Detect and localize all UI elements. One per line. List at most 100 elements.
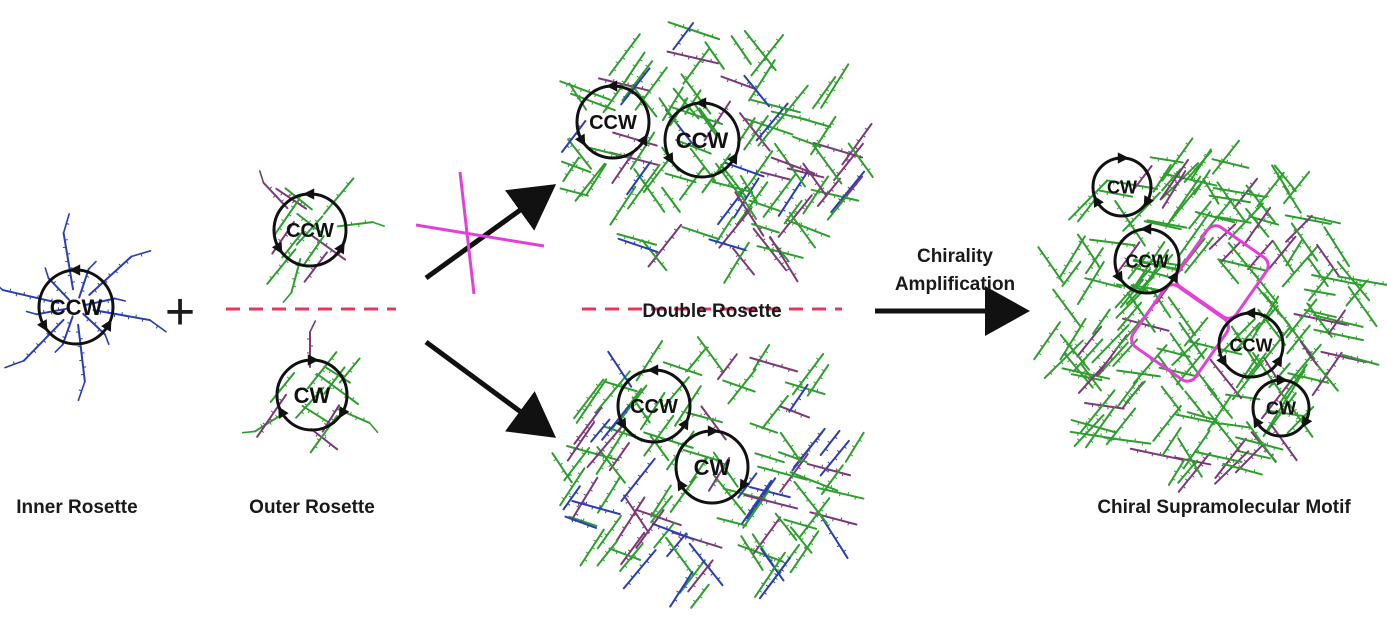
molecule-branches: [1223, 321, 1251, 353]
molecule-branches: [1201, 452, 1235, 464]
molecule-chain: [700, 405, 727, 441]
molecule-chain: [316, 372, 360, 406]
molecule-chain: [743, 74, 771, 108]
molecule-chain: [685, 411, 723, 424]
molecule-chain: [1341, 353, 1380, 366]
molecule-branches: [604, 80, 625, 107]
molecule-chain: [1178, 211, 1211, 256]
molecule-branches: [669, 364, 696, 373]
molecule-branches: [1096, 238, 1128, 248]
molecule-branches: [1240, 359, 1255, 383]
molecule-branches: [1164, 166, 1187, 195]
molecule-chain: [1068, 180, 1108, 221]
molecule-chain: [1084, 277, 1122, 289]
molecule-branches: [1136, 448, 1176, 460]
molecule-branches: [155, 325, 159, 329]
molecule-branches: [566, 125, 581, 148]
molecule-chain: [1058, 235, 1086, 280]
molecule-branches: [1209, 393, 1230, 413]
rotation-arrowhead: [1301, 415, 1313, 429]
molecule-chain: [672, 22, 695, 51]
molecule-branches: [1230, 248, 1260, 278]
molecule-branches: [570, 144, 590, 164]
molecule-branches: [846, 127, 868, 161]
molecule-chain: [724, 161, 765, 178]
rotation-arrowhead: [606, 80, 618, 92]
molecule-chain: [1283, 170, 1311, 205]
molecule-chain: [1234, 322, 1261, 352]
molecule-branches: [699, 342, 720, 369]
molecule-chain: [44, 267, 50, 279]
molecule-chain: [368, 422, 379, 434]
molecule-chain: [4, 359, 25, 369]
molecule-chain: [1288, 343, 1322, 384]
molecule-branches: [567, 491, 579, 506]
molecule-branches: [782, 176, 804, 212]
molecule-branches: [671, 174, 689, 183]
molecule-chain: [551, 452, 573, 484]
molecule-branches: [278, 205, 294, 231]
amplification-label: Amplification: [895, 274, 1015, 295]
molecule-branches: [825, 468, 839, 491]
molecule-chain: [684, 89, 702, 115]
molecule-branches: [577, 501, 615, 514]
molecule-branches: [613, 37, 636, 72]
rotation-arrowhead: [307, 354, 319, 366]
arrow-to-double-bottom: [424, 339, 557, 438]
molecule-chain: [559, 467, 586, 507]
molecule-branches: [576, 411, 597, 439]
molecule-branches: [1318, 250, 1338, 271]
molecule-branches: [767, 178, 791, 213]
molecule-branches: [616, 153, 632, 179]
rotation-arrowhead: [637, 133, 648, 147]
molecule-chain: [789, 530, 820, 574]
molecule-branches: [1318, 274, 1357, 286]
outer-rosette-cw-molecules: [241, 320, 379, 454]
molecule-branches: [667, 543, 690, 571]
molecule-chain: [1091, 324, 1130, 364]
molecule-chain: [570, 476, 599, 521]
molecule-branches: [744, 494, 765, 522]
molecule-chain: [1245, 421, 1277, 464]
molecule-branches: [592, 429, 618, 464]
molecule-branches: [715, 459, 736, 481]
molecule-chain: [309, 320, 317, 333]
molecule-chain: [844, 431, 865, 463]
molecule-branches: [692, 564, 709, 588]
molecule-chain: [1177, 452, 1211, 493]
molecule-branches: [816, 513, 850, 526]
double-rosette-top-ring-b: CCW: [663, 97, 741, 179]
molecule-branches: [1085, 394, 1111, 429]
molecule-branches: [692, 588, 705, 603]
molecule-branches: [733, 42, 747, 60]
molecule-chain: [757, 465, 808, 481]
molecule-chain: [1311, 273, 1365, 287]
molecule-branches: [94, 260, 129, 293]
molecule-branches: [1332, 315, 1344, 331]
molecule-chain: [649, 434, 670, 462]
molecule-chain: [1161, 426, 1182, 457]
molecule-branches: [615, 551, 633, 561]
molecule-branches: [623, 72, 646, 99]
ring-label: CW: [1266, 398, 1296, 418]
molecule-branches: [1302, 347, 1314, 362]
highlight-box-lower: [1130, 283, 1230, 383]
molecule-branches: [26, 322, 59, 357]
molecule-branches: [1348, 355, 1373, 364]
molecule-branches: [1183, 215, 1206, 251]
molecule-branches: [635, 174, 663, 207]
molecule-chain: [1132, 344, 1168, 385]
rotation-arrowhead: [1117, 152, 1129, 164]
molecule-chain: [1161, 137, 1194, 182]
molecule-chain: [1084, 402, 1125, 410]
molecule-chain: [707, 456, 731, 492]
molecule-chain: [748, 199, 781, 212]
molecule-branches: [80, 275, 90, 292]
molecule-branches: [825, 446, 847, 472]
molecule-branches: [741, 185, 764, 220]
molecule-branches: [732, 374, 754, 401]
molecule-chain: [841, 122, 873, 166]
molecule-branches: [712, 462, 726, 487]
molecule-chain: [1192, 365, 1218, 398]
molecule-chain: [667, 21, 721, 41]
